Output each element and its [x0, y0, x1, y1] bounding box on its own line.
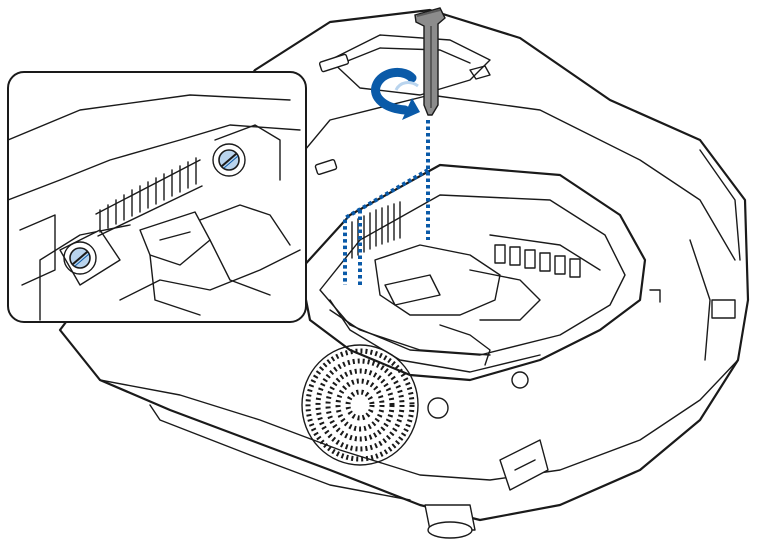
lamp-compartment — [298, 163, 647, 419]
magnified-inset — [7, 71, 307, 323]
screw-head-icon — [218, 149, 240, 171]
inset-vent-ribs — [95, 157, 203, 237]
top-panel — [314, 34, 491, 176]
side-details — [424, 289, 736, 539]
speaker-grille — [301, 344, 419, 466]
vent-slats — [494, 244, 581, 278]
callout-lines — [343, 120, 430, 285]
counterclockwise-rotation-arrow-icon — [371, 68, 420, 120]
screwdriver-icon — [414, 7, 446, 116]
screw-head-icon — [69, 247, 91, 269]
